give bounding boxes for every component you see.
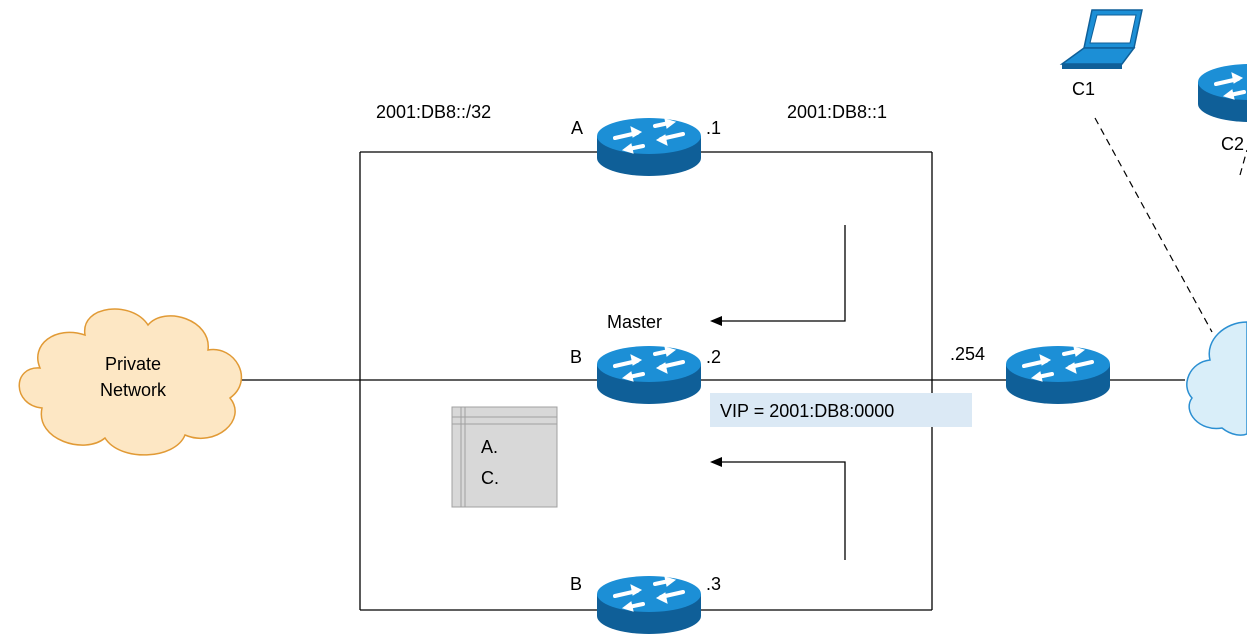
client-c1-label: C1 xyxy=(1072,79,1095,99)
subnet-label: 2001:DB8::/32 xyxy=(376,102,491,122)
router-a-host: .1 xyxy=(706,118,721,138)
router-b-host: .2 xyxy=(706,347,721,367)
master-label: Master xyxy=(607,312,662,332)
gateway-host: .254 xyxy=(950,344,985,364)
router-a-address: 2001:DB8::1 xyxy=(787,102,887,122)
router-b3-host: .3 xyxy=(706,574,721,594)
router-b3-tag: B xyxy=(570,574,582,594)
router-a-icon xyxy=(595,116,703,178)
note-box xyxy=(451,406,558,508)
client-links xyxy=(1094,117,1247,333)
router-a-tag: A xyxy=(571,118,583,138)
vip-label: VIP = 2001:DB8:0000 xyxy=(720,401,894,421)
cloud-label-line2: Network xyxy=(100,380,167,400)
arrow-icon xyxy=(710,225,846,560)
router-b-master-icon xyxy=(595,344,703,406)
vip-box xyxy=(710,393,972,427)
cloud-icon xyxy=(1186,321,1247,436)
note-item-c: C. xyxy=(481,468,499,488)
cloud-icon xyxy=(18,308,243,456)
gateway-router-icon xyxy=(1004,344,1112,406)
router-c2-icon xyxy=(1196,62,1247,124)
router-b-tag: B xyxy=(570,347,582,367)
note-item-a: A. xyxy=(481,437,498,457)
laptop-icon xyxy=(1059,9,1143,69)
network-links xyxy=(240,151,1185,611)
client-c2-label: C2 xyxy=(1221,134,1244,154)
cloud-label-line1: Private xyxy=(105,354,161,374)
router-b3-icon xyxy=(595,574,703,635)
